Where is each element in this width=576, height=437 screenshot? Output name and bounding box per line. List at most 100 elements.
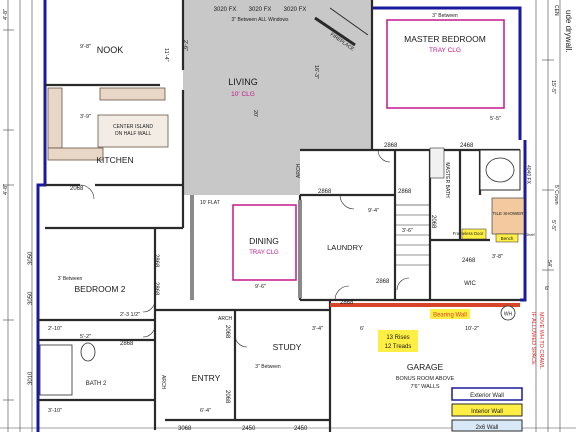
dim-3-4: 3'-4": [312, 326, 323, 332]
bedroom2-note: 3' Between: [58, 276, 83, 282]
door-tag-8: 2868: [376, 279, 390, 285]
dim-5-2: 5'-2": [80, 334, 91, 340]
door-tag-1: 2868: [384, 143, 398, 149]
door-tag-2: 2868: [318, 189, 332, 195]
room-labels: NOOK LIVING 10' CLG MASTER BEDROOM TRAY …: [58, 32, 536, 390]
bedroom2-label: BEDROOM 2: [74, 284, 125, 294]
plan-notes: 10' FLAT ARCH ARCH ARCH 5' Crown CEN ude…: [160, 5, 573, 390]
door-tag-13: 2068: [430, 215, 436, 229]
dim-3-6: 3'-6": [402, 228, 413, 234]
dim-15-5: 15'-5": [550, 80, 556, 94]
bench-label: Bench: [501, 236, 514, 241]
dining-ceiling: TRAY CLG: [249, 250, 279, 256]
living-ceiling: 10' CLG: [231, 91, 255, 98]
wh-note-1: MOVE WH TO CRAWL: [538, 312, 544, 369]
dim-2-6: 2'-6": [182, 40, 188, 51]
garage-note-2: 7'6" WALLS: [410, 384, 439, 390]
stair-treads: 12 Treads: [385, 344, 412, 350]
wall-legend: [451, 387, 523, 432]
entry-label: ENTRY: [192, 373, 221, 383]
door-tag-14: 2068: [224, 325, 230, 339]
frameless-door-label: Frameless Door: [453, 231, 484, 236]
window-tag-3050-b: 3050: [28, 291, 34, 305]
dim-5-5-b: 5'-5": [550, 220, 556, 231]
window-tag-3010: 3010: [28, 371, 34, 385]
master-window-note: 3" Between: [432, 13, 458, 19]
kitchen-label: KITCHEN: [96, 155, 133, 165]
study-note: 3" Between: [255, 364, 281, 370]
cen-note: CEN: [553, 5, 559, 16]
dimension-labels: 4'-8" 15'-5" 9'-8" 11'-4" 2'-6" 20' 16'-…: [3, 9, 556, 414]
living-area-fill: [183, 0, 372, 195]
flat-ceiling-note: 10' FLAT: [200, 200, 220, 206]
door-tag-7: 2868: [153, 282, 159, 296]
legend-exterior: Exterior Wall: [470, 393, 504, 399]
window-4040: 4040 FX: [525, 165, 531, 185]
master-ceiling: TRAY CLG: [429, 47, 461, 54]
window-tag-3050-a: 3050: [28, 251, 34, 265]
arch-note-2: ARCH: [160, 375, 166, 390]
door-swings: [79, 149, 410, 348]
dim-54: 54': [546, 260, 552, 267]
bath2-label: BATH 2: [86, 381, 107, 387]
laundry-label: LAUNDRY: [327, 243, 363, 252]
door-tag-6: 2868: [153, 254, 159, 268]
study-label: STUDY: [273, 342, 302, 352]
dim-9-8: 9'-8": [80, 44, 91, 50]
bearing-wall-label: Bearing Wall: [433, 313, 467, 319]
garage-note-1: BONUS ROOM ABOVE: [396, 376, 455, 382]
door-tag-17: 2450: [242, 426, 256, 432]
door-tag-12: 2068: [70, 186, 84, 192]
legend-interior: Interior Wall: [471, 409, 503, 415]
door-tag-18: 2450: [294, 426, 308, 432]
bearing-wall-tag: [430, 309, 470, 319]
dim-16-3: 16'-3": [313, 65, 319, 79]
door-tag-9: 2468: [460, 143, 474, 149]
door-tag-5: 2868: [120, 341, 134, 347]
dim-9-4: 9'-4": [368, 208, 379, 214]
nook-label: NOOK: [97, 45, 124, 55]
dining-label: DINING: [249, 236, 279, 246]
water-heater-label: WH: [504, 312, 513, 318]
master-tray-ceiling: [386, 19, 505, 109]
two-by-six-walls: [190, 195, 302, 300]
dim-3-9: 3'-9": [80, 114, 91, 120]
dim-2-10: 2'-10": [48, 326, 62, 332]
exterior-walls: [36, 0, 527, 432]
windows-between-note: 3" Between ALL Windows: [232, 17, 289, 23]
shelf-label: Shelf: [525, 232, 535, 237]
window-3020-2: 3020 FX: [249, 7, 272, 13]
door-tag-10: 2468: [462, 258, 476, 264]
bath2-fixtures: [39, 342, 96, 396]
stair-note-box: [378, 330, 418, 352]
door-tags: 2868 2868 2868 2868 2868 2868 2868 2868 …: [28, 143, 476, 432]
dim-4-8-b: 4'-8": [3, 184, 9, 195]
water-heater: WH: [500, 305, 516, 321]
stairs: [394, 204, 431, 301]
dim-3-10: 3'-10": [48, 408, 62, 414]
dim-10-2: 10'-2": [465, 326, 479, 332]
door-tag-15: 2068: [224, 390, 230, 404]
crown-note: 5' Crown: [553, 185, 559, 205]
window-3020-3: 3020 FX: [284, 7, 307, 13]
dim-11-4: 11'-4": [163, 48, 169, 62]
dim-5-5: 5'-5": [490, 116, 501, 122]
arch-note-1: ARCH: [296, 163, 302, 178]
garage-label: GARAGE: [407, 362, 444, 372]
window-tags: 3020 FX 3020 FX 3020 FX 3" Between ALL W…: [214, 7, 531, 185]
master-bath-fixtures: [429, 147, 525, 243]
tile-shower-label: TILE SHOWER: [492, 211, 524, 216]
master-bath-label: MASTER BATH: [444, 162, 450, 198]
drywall-note: ude drywall.: [564, 10, 573, 53]
wic-label: WIC: [464, 281, 476, 287]
dim-6-b: 6': [545, 286, 549, 292]
master-bedroom-label: MASTER BEDROOM: [404, 34, 486, 44]
window-3020-1: 3020 FX: [214, 7, 237, 13]
legend-labels: Exterior Wall Interior Wall 2x6 Wall: [470, 393, 504, 431]
island-label: CENTER ISLAND: [113, 124, 153, 130]
living-label: LIVING: [228, 77, 258, 87]
stair-rises: 13 Rises: [386, 335, 409, 341]
dim-3-8: 3'-8": [492, 254, 503, 260]
kitchen-counters: [47, 87, 166, 161]
